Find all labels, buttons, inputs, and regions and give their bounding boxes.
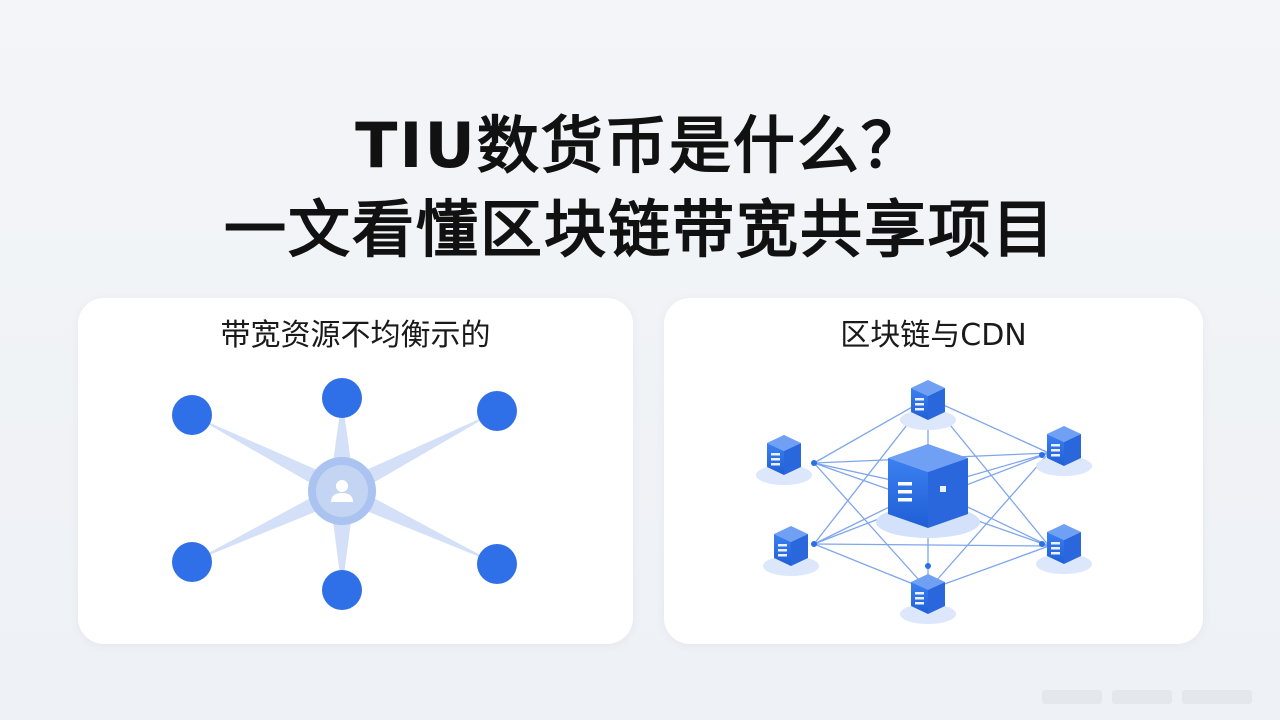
- watermark-logo: [1042, 690, 1252, 704]
- ray-top-right: [342, 411, 497, 501]
- node-bottom-left: [172, 542, 212, 582]
- hub-network-diagram: [172, 378, 517, 610]
- center-server-cube-icon: [876, 444, 980, 538]
- link-top-left-top: [813, 397, 929, 464]
- server-left-bottom-icon: [763, 526, 819, 576]
- link-top-right-top: [927, 397, 1050, 454]
- server-top-icon: [900, 380, 956, 430]
- link-bottom-right-bottom: [927, 545, 1050, 591]
- blockchain-cdn-card: 区块链与CDN: [664, 298, 1203, 644]
- outer-nodes: [172, 378, 517, 610]
- title-line-1: TIU数货币是什么？: [355, 109, 925, 182]
- node-bottom-right: [477, 544, 517, 584]
- bandwidth-imbalance-card: 带宽资源不均衡示的: [78, 298, 633, 644]
- cdn-network-diagram: [756, 380, 1092, 624]
- link-left-bottom-right-bottom: [813, 543, 1050, 547]
- link-bottom-top-left: [813, 462, 929, 591]
- node-top-left: [172, 395, 212, 435]
- ray-bottom-right: [342, 481, 497, 564]
- server-right-bottom-icon: [1036, 524, 1092, 574]
- blockchain-cdn-heading: 区块链与CDN: [840, 318, 1027, 353]
- link-bottom-top-right: [927, 452, 1050, 591]
- person-icon: [331, 480, 353, 502]
- ray-bottom-left: [192, 481, 342, 562]
- node-top: [322, 378, 362, 418]
- bandwidth-imbalance-heading: 带宽资源不均衡示的: [220, 318, 491, 353]
- server-left-top-icon: [756, 435, 812, 485]
- title-line-2: 一文看懂区块链带宽共享项目: [223, 193, 1056, 266]
- hub-center: [308, 457, 376, 525]
- node-top-right: [477, 391, 517, 431]
- page-title: TIU数货币是什么？ 一文看懂区块链带宽共享项目: [0, 104, 1280, 272]
- ray-top-left: [192, 415, 342, 501]
- link-bottom-left-bottom: [813, 543, 929, 591]
- node-bottom: [322, 570, 362, 610]
